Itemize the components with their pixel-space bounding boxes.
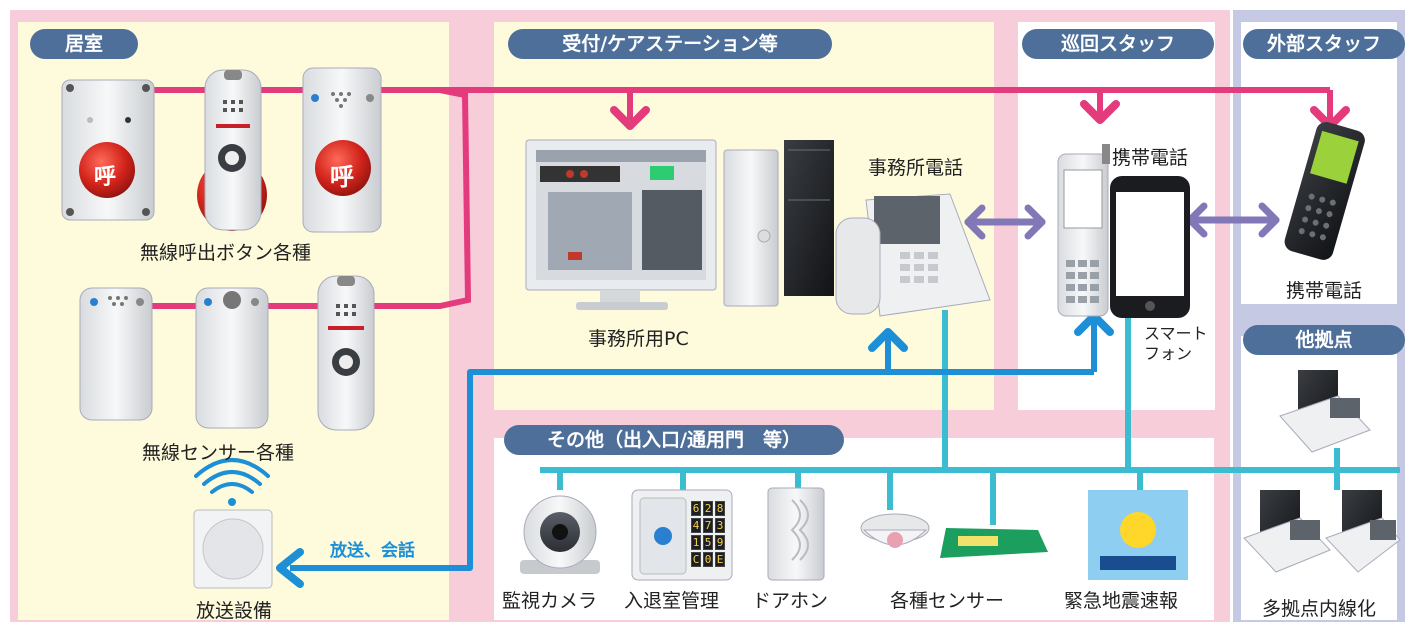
security-camera [520,495,600,574]
broadcast-device [193,458,273,589]
sensor-speaker [79,287,153,421]
sensor-pendant [317,275,375,431]
earthquake-alert-device [1088,490,1188,580]
section-room: 居室 [30,29,138,59]
office-phone [835,193,991,317]
call-button-square [61,79,155,221]
ceiling-sensor [860,513,930,548]
section-reception: 受付/ケアステーション等 [508,29,832,59]
label-camera: 監視カメラ [502,590,598,612]
label-broadcast-equipment: 放送設備 [196,600,273,622]
keypad-key: 7 [703,518,713,533]
section-others: その他（出入口/通用門 等） [504,425,844,455]
label-various-sensors: 各種センサー [890,590,1005,612]
call-button-pendant [197,69,267,231]
door-phone [767,487,825,581]
label-external-mobile: 携帯電話 [1286,280,1363,302]
keypad-key: 0 [703,552,713,567]
call-glyph-large: 呼 [330,163,354,191]
keypad-key: 4 [691,518,701,533]
site-pbx-left [1243,490,1331,573]
label-smartphone-line1: スマート [1144,324,1208,343]
label-sensors: 無線センサー各種 [142,442,295,464]
label-access-control: 入退室管理 [624,590,720,612]
contact-sensor [940,528,1048,558]
sensor-motion [195,287,269,429]
label-broadcast-talk: 放送、会話 [330,541,415,561]
flip-phone [1057,144,1110,317]
keypad-key: 1 [691,535,701,550]
label-call-buttons: 無線呼出ボタン各種 [140,242,312,264]
keypad-key: 2 [703,501,713,516]
call-button-large [302,67,382,233]
keypad-key: 6 [691,501,701,516]
keypad-key: C [691,552,701,567]
wireless-links [964,202,1280,240]
section-patrol: 巡回スタッフ [1022,29,1214,59]
external-mobile-phone [1284,122,1365,260]
section-other-sites: 他拠点 [1243,325,1405,355]
smartphone [1110,176,1190,318]
keypad-key: E [715,552,725,567]
label-door-phone: ドアホン [752,590,829,612]
site-pbx-top [1279,370,1371,453]
keypad-key: 5 [703,535,713,550]
label-earthquake-alert: 緊急地震速報 [1064,590,1179,612]
office-pc [525,139,834,310]
keypad-key: 8 [715,501,725,516]
keypad-key: 3 [715,518,725,533]
site-pbx-right [1325,490,1401,573]
broadcast-lines [290,315,1097,571]
section-external: 外部スタッフ [1243,29,1405,59]
label-mobile-phone: 携帯電話 [1112,147,1189,169]
label-office-pc: 事務所用PC [588,328,689,350]
keypad-key: 9 [715,535,725,550]
label-office-phone: 事務所電話 [868,157,964,179]
label-smartphone-line2: フォン [1144,344,1193,363]
call-glyph-square: 呼 [94,165,117,190]
label-multi-site: 多拠点内線化 [1262,598,1377,620]
